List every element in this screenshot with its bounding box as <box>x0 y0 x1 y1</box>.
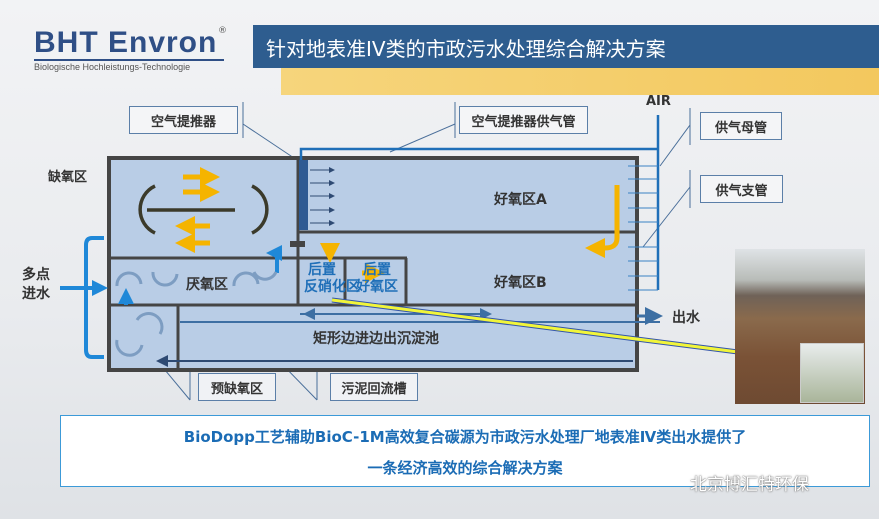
air-lifter-pipe <box>299 147 658 160</box>
zone-post-denitrification: 后置 反硝化区 <box>300 262 360 296</box>
zone-aerobic-a: 好氧区A <box>494 192 547 208</box>
summary-box <box>60 415 870 487</box>
label-branch-pipe: 供气支管 <box>700 175 783 203</box>
zone-post-denitrification-line2: 反硝化区 <box>304 279 360 295</box>
zone-aerobic-b: 好氧区B <box>494 275 547 291</box>
zone-clarifier: 矩形边进边出沉淀池 <box>313 331 439 347</box>
title-accent <box>281 68 879 95</box>
label-air-lifter-pipe: 空气提推器供气管 <box>459 106 588 134</box>
summary-line1: BioDopp工艺辅助BioC-1M高效复合碳源为市政污水处理厂地表准Ⅳ类出水提… <box>183 428 747 446</box>
watermark: 北京博汇特环保 <box>690 475 809 495</box>
mixing-swirls-icon <box>115 271 278 357</box>
zone-post-aerobic-line2: 好氧区 <box>356 279 398 295</box>
title-banner <box>253 25 879 68</box>
air-lifter <box>299 160 308 230</box>
page-title: 针对地表准IV类的市政污水处理综合解决方案 <box>266 37 666 61</box>
logo-tagline: Biologische Hochleistungs-Technologie <box>34 62 191 72</box>
multi-inlet-arrows <box>60 236 108 359</box>
logo-underline <box>34 59 224 61</box>
label-anoxic: 缺氧区 <box>48 170 88 185</box>
summary-line2: 一条经济高效的综合解决方案 <box>367 459 563 477</box>
label-multi-inlet-1: 多点 <box>22 267 50 283</box>
label-air-lifter: 空气提推器 <box>129 106 238 134</box>
zone-anaerobic: 厌氧区 <box>186 277 228 293</box>
label-outlet: 出水 <box>672 310 700 326</box>
circulation-loop-icon <box>138 184 269 235</box>
zone-post-aerobic: 后置 好氧区 <box>348 262 406 296</box>
brand-logo: BHT Envron <box>34 26 218 59</box>
label-sludge-return: 污泥回流槽 <box>330 373 418 401</box>
label-main-pipe: 供气母管 <box>700 112 782 140</box>
water-sample-photo <box>800 343 864 403</box>
label-air: AIR <box>646 94 671 109</box>
registered-mark: ® <box>218 26 227 36</box>
label-pre-anoxic: 预缺氧区 <box>198 373 276 401</box>
zone-post-denitrification-line1: 后置 <box>308 262 336 278</box>
flow-arrows-orange <box>175 167 620 283</box>
photo-pointer-line <box>331 298 739 354</box>
label-multi-inlet-2: 进水 <box>22 286 50 302</box>
zone-post-aerobic-line1: 后置 <box>363 262 391 278</box>
